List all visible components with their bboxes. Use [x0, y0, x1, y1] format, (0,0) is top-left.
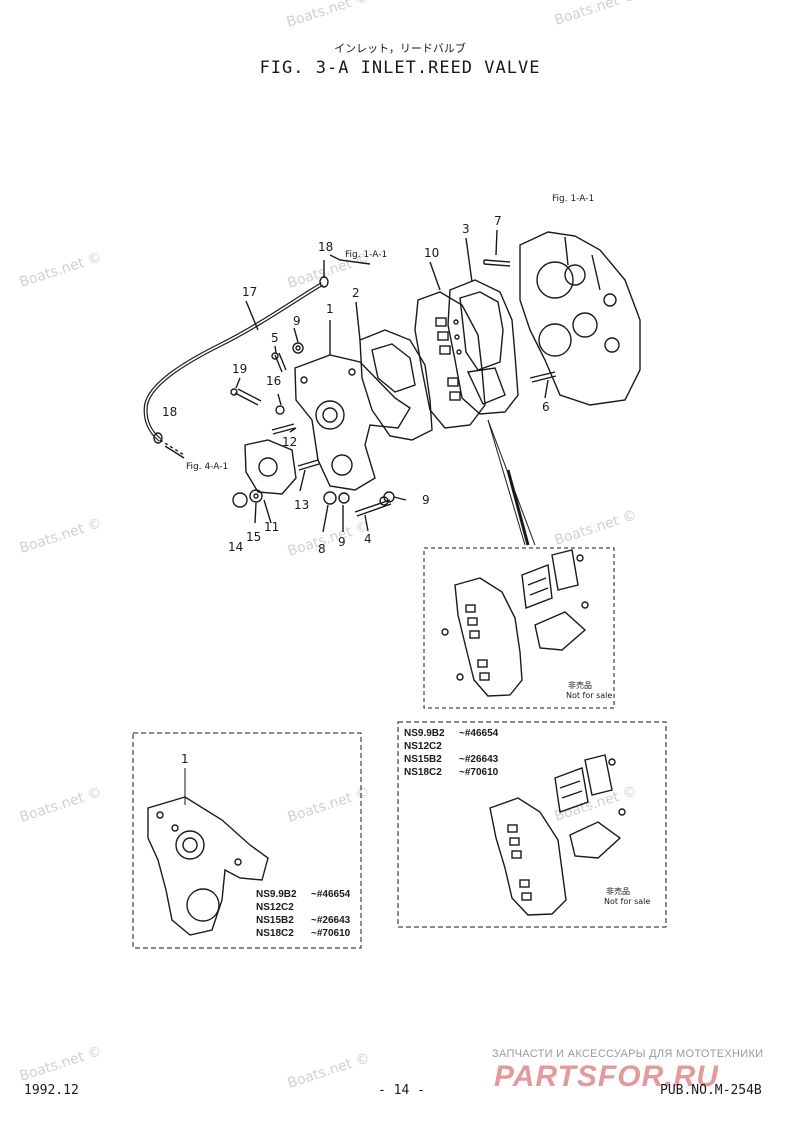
version-row: NS12C2	[404, 741, 442, 752]
manifold-variant	[147, 796, 269, 936]
callout-10: 10	[424, 246, 440, 260]
callout-19: 19	[232, 362, 248, 376]
callout-11: 11	[264, 520, 280, 534]
callout-14: 14	[228, 540, 244, 554]
callout-3: 3	[462, 222, 470, 236]
callout-9-right: 9	[422, 493, 430, 507]
gasket-3	[447, 279, 519, 415]
version-row: NS12C2	[256, 902, 294, 913]
callout-16: 16	[266, 374, 282, 388]
stud-19	[234, 388, 262, 406]
stud-6	[529, 371, 557, 383]
callout-9-bottom: 9	[338, 535, 346, 549]
footer-pub-number: PUB.NO.M-254B	[660, 1083, 762, 1098]
brand-logo: PARTSFOR.RU	[494, 1060, 719, 1093]
fig-ref-1a1-mid: Fig. 1-A-1	[345, 250, 388, 260]
washer-15	[249, 489, 263, 503]
flange-gasket-11	[244, 439, 297, 495]
version-list-left: NS9.9B2~#46654 NS12C2 NS15B2~#26643 NS18…	[256, 888, 350, 940]
nut-8	[323, 491, 337, 505]
version-row: NS15B2~#26643	[404, 754, 499, 765]
callout-5: 5	[271, 331, 279, 345]
callout-18-lower: 18	[162, 405, 178, 419]
callout-7: 7	[494, 214, 502, 228]
title-japanese: インレット，リードバルブ	[334, 42, 466, 55]
box-right-variant	[397, 721, 667, 928]
version-list-right: NS9.9B2~#46654 NS12C2 NS15B2~#26643 NS18…	[404, 727, 498, 779]
inset-reed-detail	[423, 547, 615, 709]
version-row: NS18C2~#70610	[404, 767, 499, 778]
callout-9-top: 9	[293, 314, 301, 328]
callout-13: 13	[294, 498, 310, 512]
brand-subtitle: ЗАПЧАСТИ И АКСЕССУАРЫ ДЛЯ МОТОТЕХНИКИ	[492, 1048, 764, 1060]
hose-clip-18b	[153, 432, 163, 444]
callout-4: 4	[364, 532, 372, 546]
version-row: NS9.9B2~#46654	[404, 728, 499, 739]
box-not-for-sale-jp: 非売品	[606, 887, 630, 896]
box-left-variant	[132, 732, 362, 949]
fig-ref-4a1: Fig. 4-A-1	[186, 462, 229, 472]
callout-12: 12	[282, 435, 298, 449]
inset-not-for-sale-jp: 非売品	[568, 681, 592, 690]
reed-valve-plate-10	[414, 291, 486, 429]
version-row: NS15B2~#26643	[256, 915, 351, 926]
fig-ref-1a1-top: Fig. 1-A-1	[552, 194, 595, 204]
version-row: NS9.9B2~#46654	[256, 889, 351, 900]
callout-8: 8	[318, 542, 326, 556]
box-not-for-sale: Not for sale	[604, 897, 651, 906]
callout-6: 6	[542, 400, 550, 414]
footer-page-number: - 14 -	[378, 1083, 425, 1098]
version-row: NS18C2~#70610	[256, 928, 351, 939]
washer-9a	[292, 342, 304, 354]
bolt-5	[274, 352, 287, 373]
callout-17: 17	[242, 285, 258, 299]
stud-7	[483, 259, 511, 267]
callout-1: 1	[326, 302, 334, 316]
bolt-4	[354, 499, 392, 517]
footer-date: 1992.12	[24, 1083, 79, 1098]
washer-9b	[338, 492, 350, 504]
callout-15: 15	[246, 530, 262, 544]
intake-manifold	[294, 354, 411, 491]
callout-2: 2	[352, 286, 360, 300]
stud-13	[297, 459, 320, 471]
gasket-2	[359, 329, 433, 441]
clip-16	[275, 405, 285, 415]
figure-title: FIG. 3-A INLET.REED VALVE	[259, 58, 541, 78]
crankcase	[519, 231, 641, 406]
callout-18: 18	[318, 240, 334, 254]
nut-14	[232, 492, 248, 508]
hose-clip-18	[319, 276, 329, 288]
inset-not-for-sale: Not for sale	[566, 691, 613, 700]
stud-12	[271, 423, 296, 435]
